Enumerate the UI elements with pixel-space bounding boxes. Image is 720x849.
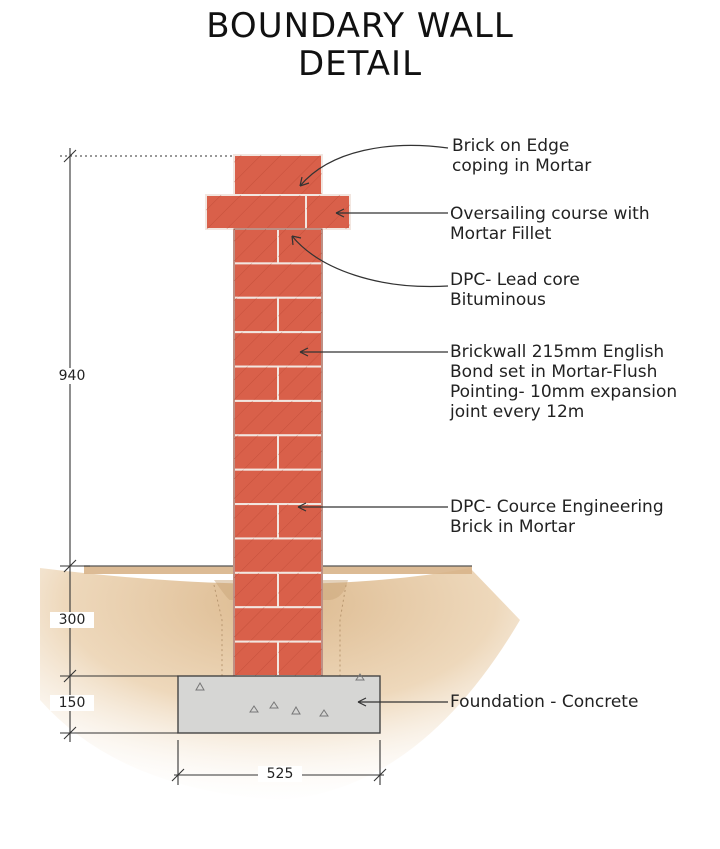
- concrete-foundation: [177, 673, 381, 734]
- label-brickwall: Brickwall 215mm English Bond set in Mort…: [450, 342, 678, 422]
- leader-lines: [291, 144, 449, 707]
- wall-brick-hatch: [234, 366, 278, 401]
- label-dpc-lead-core: DPC- Lead core Bituminous: [450, 270, 580, 310]
- title-line-2: DETAIL: [297, 44, 423, 84]
- wall-brick-hatch: [278, 504, 322, 539]
- wall-brick-hatch: [278, 572, 322, 608]
- label-dpc-engineering-brick: DPC- Cource Engineering Brick in Mortar: [450, 497, 664, 537]
- dimension-foundation-width: 525: [258, 766, 302, 782]
- wall-brick-hatch: [234, 229, 278, 264]
- oversail-brick-hatch: [306, 195, 350, 229]
- dimension-wall-height: 940: [52, 368, 92, 384]
- wall-brick-hatch: [234, 263, 322, 298]
- wall-brick-hatch: [234, 435, 278, 470]
- wall-brick-hatch: [234, 641, 278, 676]
- wall-brick-hatch: [234, 538, 322, 573]
- label-oversailing-course: Oversailing course with Mortar Fillet: [450, 204, 650, 244]
- wall-brick-hatch: [278, 229, 322, 264]
- brick-wall: [205, 154, 351, 677]
- oversail-brick-hatch: [206, 195, 306, 229]
- wall-brick-hatch: [234, 504, 278, 539]
- wall-brick-hatch: [278, 366, 322, 401]
- wall-brick-hatch: [278, 297, 322, 333]
- wall-brick-hatch: [234, 572, 278, 608]
- dimension-lines: [60, 148, 387, 785]
- label-coping: Brick on Edge coping in Mortar: [452, 136, 592, 176]
- title-line-1: BOUNDARY WALL: [206, 6, 514, 46]
- wall-brick-hatch: [234, 400, 322, 436]
- wall-brick-hatch: [234, 607, 322, 642]
- wall-brick-hatch: [278, 641, 322, 676]
- dimension-foundation-depth: 150: [50, 695, 94, 711]
- wall-brick-hatch: [234, 297, 278, 333]
- label-foundation: Foundation - Concrete: [450, 692, 639, 712]
- wall-brick-hatch: [278, 435, 322, 470]
- wall-brick-hatch: [234, 469, 322, 505]
- coping-brick-hatch: [234, 155, 322, 195]
- wall-brick-hatch: [234, 332, 322, 367]
- dimension-below-ground: 300: [50, 612, 94, 628]
